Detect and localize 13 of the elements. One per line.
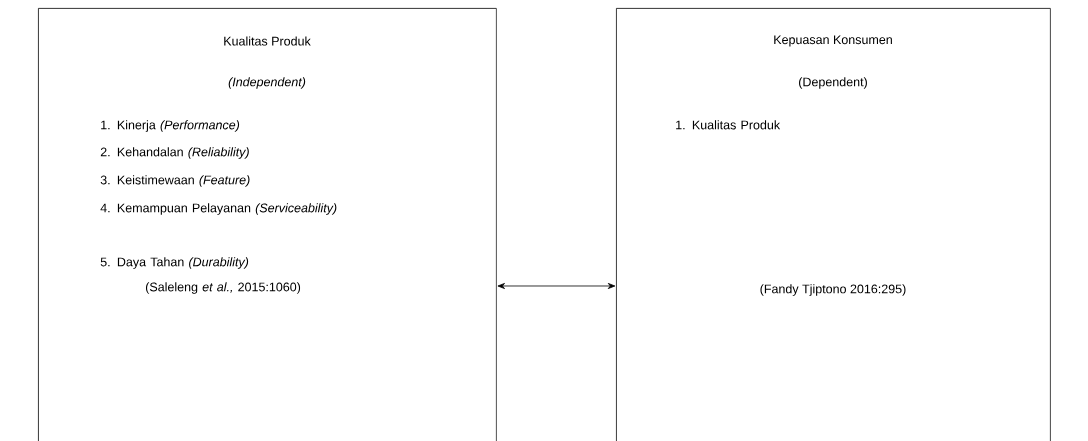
list-item: 1. Kualitas Produk	[676, 120, 781, 130]
list-item: 2. Kehandalan (Reliability)	[100, 147, 249, 159]
double-arrow	[497, 283, 616, 289]
heading-text: (Dependent)	[799, 77, 867, 89]
list-item: 4. Kemampuan Pelayanan (Serviceability)	[100, 203, 337, 215]
heading-text: Kepuasan Konsumen	[774, 35, 892, 47]
heading-text: (Independent)	[228, 77, 306, 89]
heading-text: Kualitas Produk	[224, 36, 311, 46]
heading-text: (Fandy Tjiptono 2016:295)	[760, 284, 906, 296]
list-item: (Saleleng et al., 2015:1060)	[146, 282, 301, 294]
list-item: 3. Keistimewaan (Feature)	[100, 175, 250, 187]
list-item: 1. Kinerja (Performance)	[101, 120, 240, 132]
list-item: 5. Daya Tahan (Durability)	[100, 257, 249, 269]
